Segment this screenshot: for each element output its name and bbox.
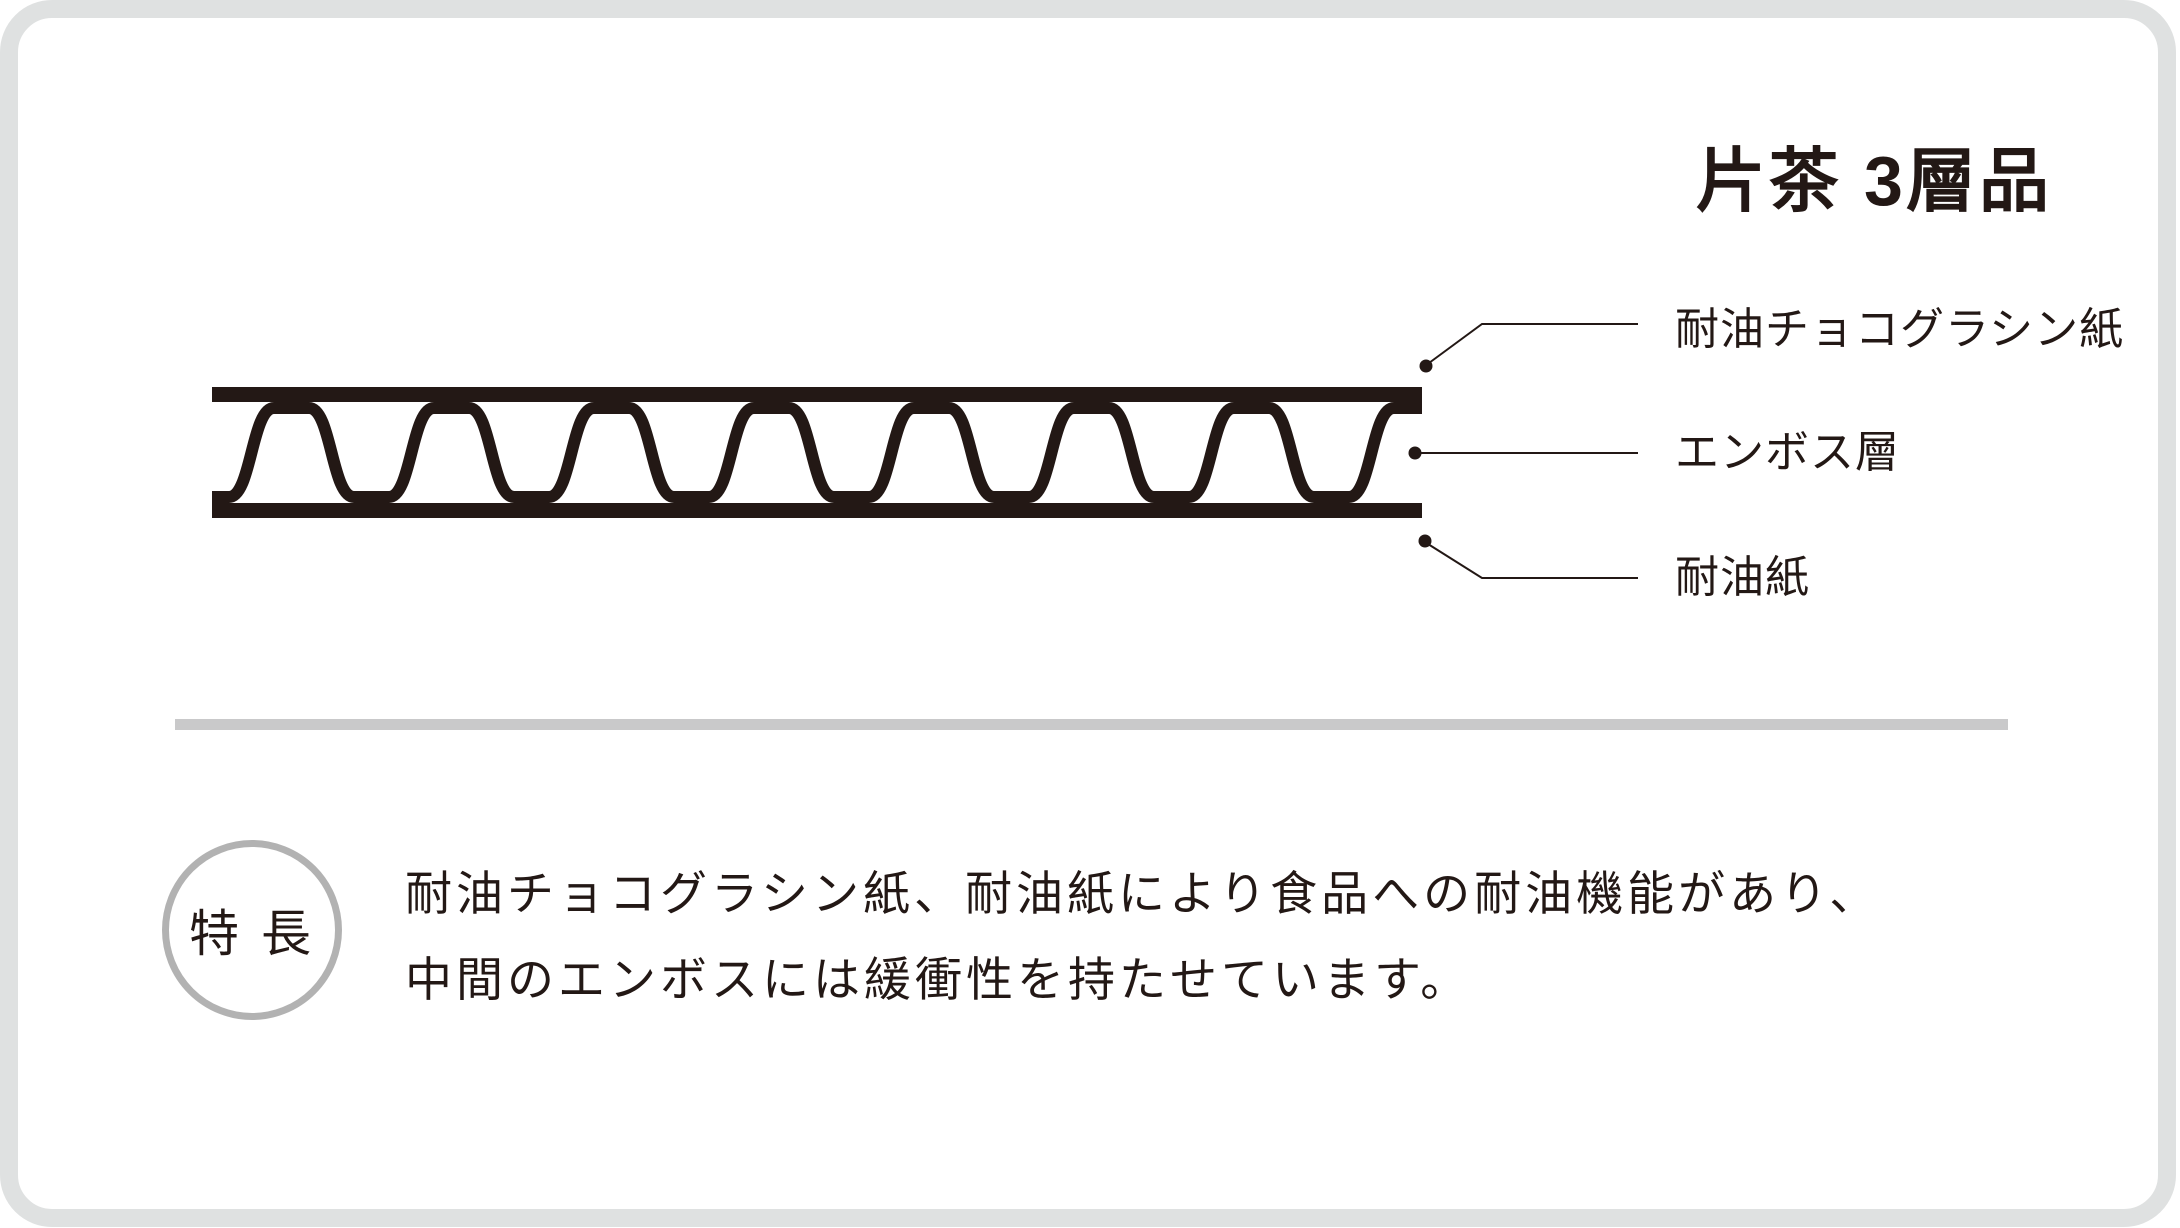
feature-description: 耐油チョコグラシン紙、耐油紙により食品への耐油機能があり、 中間のエンボスには緩… xyxy=(405,851,1880,1023)
layer-diagram xyxy=(212,387,1422,518)
layer-label-grease-resistant-paper: 耐油紙 xyxy=(1675,553,1810,602)
section-divider xyxy=(175,719,2008,730)
bottom-liner-bar xyxy=(212,503,1422,518)
top-liner-bar xyxy=(212,387,1422,402)
layer-label-emboss-layer: エンボス層 xyxy=(1675,428,1900,477)
diagram-title: 片茶 3層品 xyxy=(1695,142,2052,220)
feature-badge-circle: 特 長 xyxy=(162,840,342,1020)
feature-description-line-2: 中間のエンボスには緩衝性を持たせています。 xyxy=(405,953,1472,1006)
emboss-wave xyxy=(212,402,1422,503)
layer-label-grease-resistant-glassine: 耐油チョコグラシン紙 xyxy=(1675,305,2125,354)
feature-description-line-1: 耐油チョコグラシン紙、耐油紙により食品への耐油機能があり、 xyxy=(405,867,1881,920)
feature-badge-label: 特 長 xyxy=(189,906,315,962)
